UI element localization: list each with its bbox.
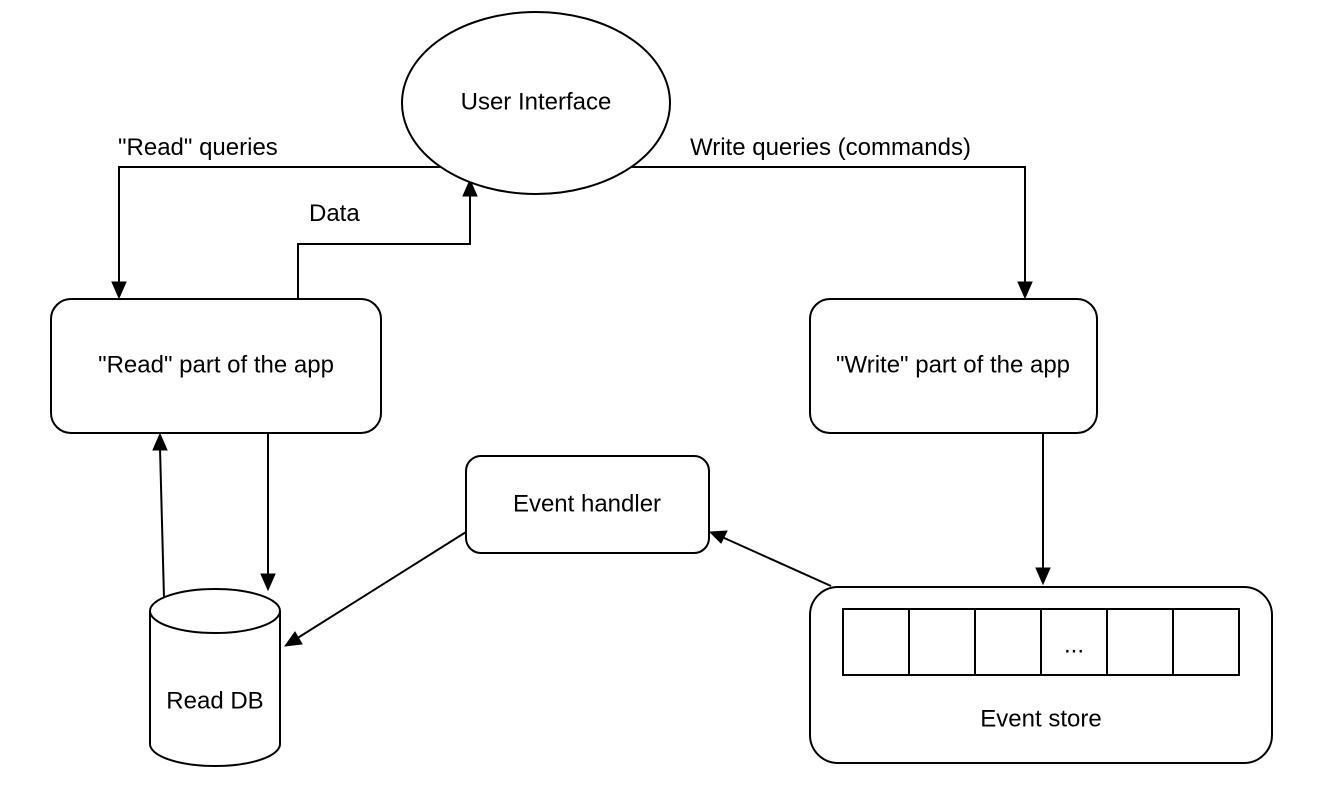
node-user-interface	[401, 11, 671, 195]
event-slot	[1106, 608, 1174, 676]
edge-data	[297, 193, 471, 298]
label-event-store: Event store	[980, 705, 1101, 732]
node-read-part	[50, 298, 382, 434]
edge-read-db-to-read-part	[159, 447, 165, 599]
event-slot-ellipsis: ...	[1064, 631, 1084, 658]
event-store-queue: ...	[842, 608, 1240, 676]
label-data: Data	[309, 200, 360, 227]
label-read-queries: "Read" queries	[118, 134, 278, 161]
event-slot	[974, 608, 1042, 676]
arrowhead-event-store-to-handler	[708, 530, 728, 544]
edge-write-queries	[627, 166, 1026, 286]
label-write-queries: Write queries (commands)	[690, 134, 971, 161]
event-slot	[908, 608, 976, 676]
edge-read-queries	[118, 166, 446, 286]
label-write-part: "Write" part of the app	[836, 351, 1070, 378]
label-user-interface: User Interface	[461, 88, 612, 115]
arrowhead-read-queries	[111, 281, 127, 300]
arrowhead-write-queries	[1017, 281, 1033, 300]
node-event-handler	[465, 455, 710, 554]
event-slot	[1172, 608, 1240, 676]
label-event-handler: Event handler	[513, 490, 661, 517]
node-read-db: Read DB	[149, 588, 281, 767]
arrowhead-handler-to-read-db	[283, 631, 303, 647]
arrowhead-read-db-to-read-part	[152, 432, 168, 451]
event-slot	[1040, 608, 1108, 676]
event-slot	[842, 608, 910, 676]
arrowhead-data	[462, 178, 478, 197]
edge-handler-to-read-db	[295, 531, 467, 640]
node-write-part	[809, 298, 1098, 434]
arrowhead-read-part-to-read-db	[260, 573, 276, 592]
edge-event-store-to-handler	[721, 536, 832, 587]
arrowhead-write-to-event-store	[1035, 567, 1051, 586]
label-read-part: "Read" part of the app	[98, 351, 334, 378]
label-read-db: Read DB	[166, 687, 263, 714]
